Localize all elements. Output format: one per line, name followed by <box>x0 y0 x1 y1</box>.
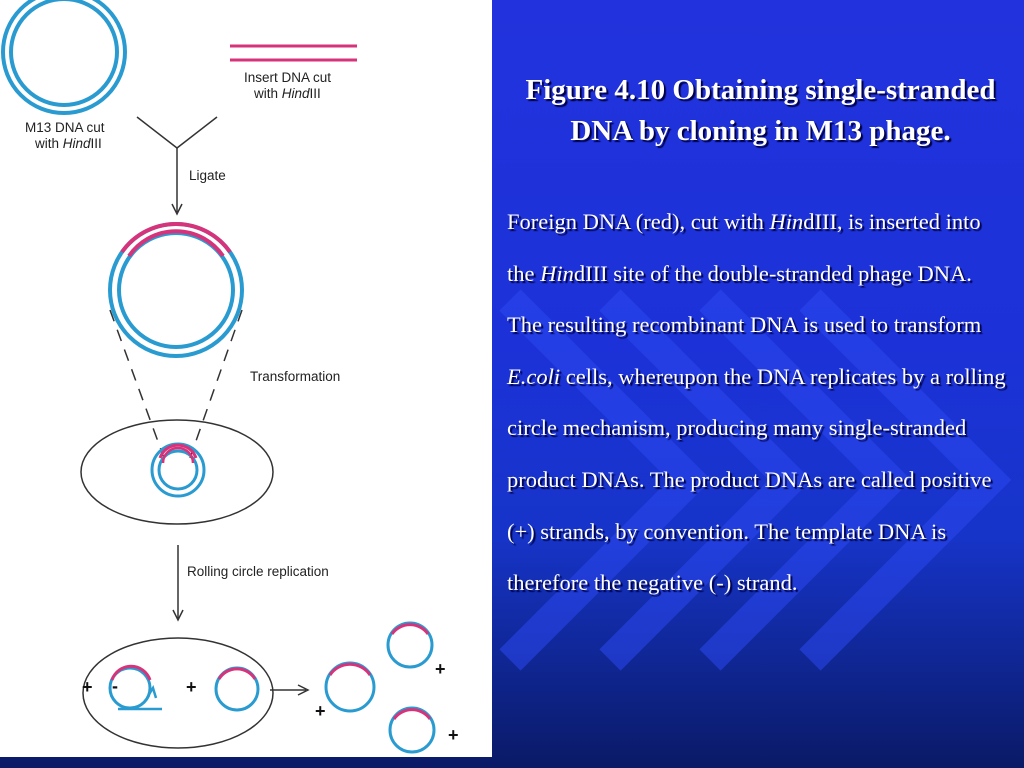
plus-strand-sign: + <box>82 677 93 697</box>
m13-dna-circle <box>1 0 127 115</box>
slide-body-text: Foreign DNA (red), cut with HindIII, is … <box>507 209 1006 596</box>
step-ligate-label: Ligate <box>189 168 226 183</box>
product-ssdna-2 <box>386 621 434 669</box>
m13-dna-label: M13 DNA cut with HindIII <box>25 120 105 151</box>
step-rolling-label: Rolling circle replication <box>187 564 329 579</box>
recombinant-insert-inner <box>127 229 225 258</box>
m13-cloning-diagram: Insert DNA cut with HindIII M13 DNA cut … <box>0 0 492 757</box>
plus-strand-sign: + <box>448 725 459 745</box>
ecoli-cell <box>80 419 274 525</box>
plus-strand-sign: + <box>315 701 326 721</box>
recombinant-insert-outer <box>120 222 232 254</box>
slide-title: Figure 4.10 Obtaining single-stranded DN… <box>525 74 996 147</box>
insert-dna-label: Insert DNA cut with HindIII <box>244 70 332 101</box>
ecoli-cell-replication <box>82 637 274 749</box>
plus-strand-sign: + <box>186 677 197 697</box>
product-ssdna-3 <box>388 706 436 754</box>
m13-dna-circle-inner <box>9 0 119 107</box>
step-transformation-label: Transformation <box>250 369 341 384</box>
minus-strand-sign: - <box>112 676 118 696</box>
plus-strand-sign: + <box>435 659 446 679</box>
